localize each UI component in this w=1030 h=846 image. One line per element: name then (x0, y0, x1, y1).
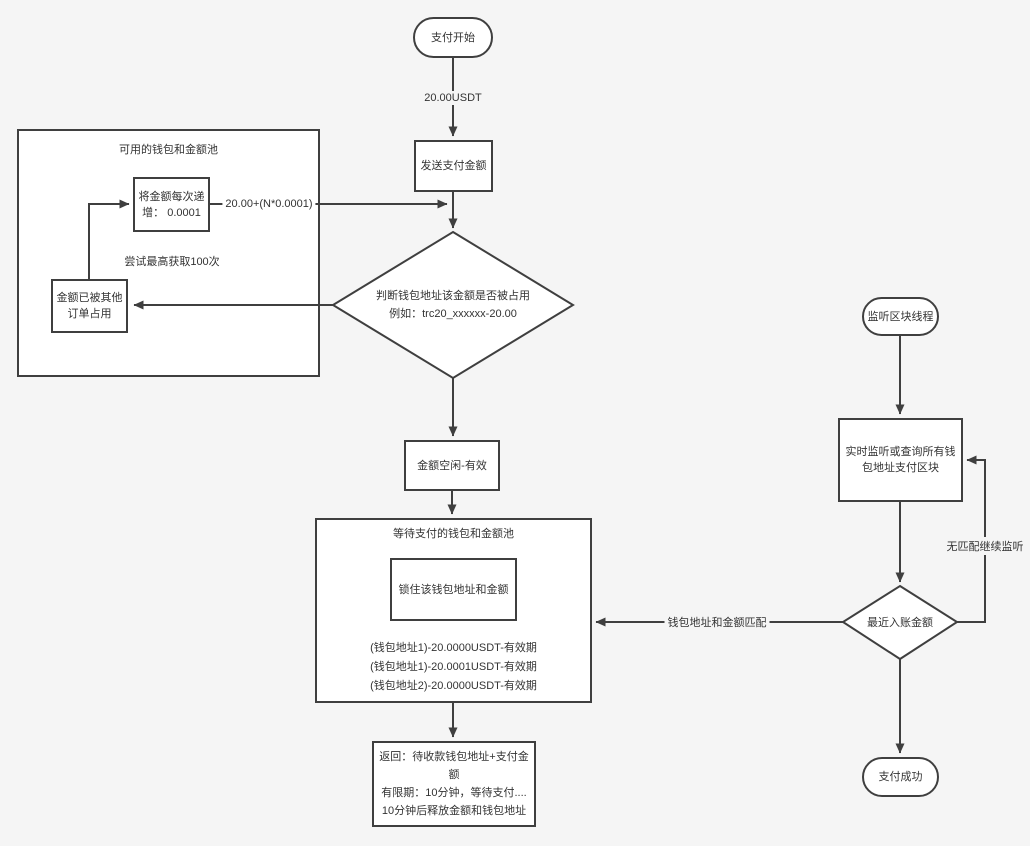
listen-start-node: 监听区块线程 (862, 297, 939, 336)
pool-entry: (钱包地址2)-20.0000USDT-有效期 (370, 680, 537, 692)
send-node-label: 发送支付金额 (420, 160, 487, 172)
monitor-line2: 包地址支付区块 (862, 462, 939, 474)
available-pool-title: 可用的钱包和金额池 (119, 144, 218, 156)
return-line3: 10分钟后释放金额和钱包地址 (381, 805, 527, 817)
send-node: 发送支付金额 (414, 140, 493, 192)
waiting-pool-entries: (钱包地址1)-20.0000USDT-有效期 (钱包地址1)-20.0001U… (315, 639, 592, 696)
occupied-line2: 订单占用 (67, 308, 112, 320)
increment-node: 将金额每次递 增： 0.0001 (133, 177, 210, 232)
available-pool-box (17, 129, 320, 377)
monitor-node: 实时监听或查询所有钱 包地址支付区块 (838, 418, 963, 502)
increment-line1: 将金额每次递 (138, 190, 205, 203)
lock-node-label: 锁住该钱包地址和金额 (398, 583, 509, 596)
return-line2: 有限期：10分钟，等待支付.... (381, 787, 527, 799)
occupied-line1: 金额已被其他 (56, 292, 123, 304)
amount-edge-label: 20.00USDT (421, 91, 485, 105)
success-node-label: 支付成功 (878, 771, 923, 783)
increment-line2: 增： 0.0001 (142, 206, 201, 219)
occupied-node: 金额已被其他 订单占用 (51, 279, 128, 333)
recent-diamond: 最近入账金额 (843, 586, 957, 659)
success-node: 支付成功 (862, 757, 939, 797)
formula-edge-label: 20.00+(N*0.0001) (222, 197, 316, 211)
idle-node: 金额空闲-有效 (404, 440, 500, 491)
idle-node-label: 金额空闲-有效 (417, 459, 487, 472)
check-line1: 判断钱包地址该金额是否被占用 (376, 290, 530, 302)
match-edge-label: 钱包地址和金额匹配 (664, 613, 770, 631)
check-diamond: 判断钱包地址该金额是否被占用 例如：trc20_xxxxxx-20.00 (343, 232, 563, 378)
pool-entry: (钱包地址1)-20.0000USDT-有效期 (370, 642, 537, 654)
return-line1: 返回：待收款钱包地址+支付金额 (379, 751, 529, 781)
waiting-pool-title: 等待支付的钱包和金额池 (393, 528, 514, 540)
check-line2: 例如：trc20_xxxxxx-20.00 (389, 308, 517, 320)
recent-diamond-label: 最近入账金额 (867, 616, 933, 629)
start-node-label: 支付开始 (431, 31, 475, 44)
no-match-edge-label: 无匹配继续监听 (943, 537, 1027, 555)
return-node: 返回：待收款钱包地址+支付金额 有限期：10分钟，等待支付.... 10分钟后释… (372, 741, 536, 827)
edge-occupied-to-increment (88, 199, 130, 279)
listen-start-label: 监听区块线程 (867, 310, 934, 323)
pool-entry: (钱包地址1)-20.0001USDT-有效期 (370, 661, 537, 673)
lock-node: 锁住该钱包地址和金额 (390, 558, 517, 621)
monitor-line1: 实时监听或查询所有钱 (845, 446, 956, 458)
retry-note: 尝试最高获取100次 (124, 256, 220, 268)
start-node: 支付开始 (413, 17, 493, 58)
waiting-pool-box (315, 518, 592, 703)
